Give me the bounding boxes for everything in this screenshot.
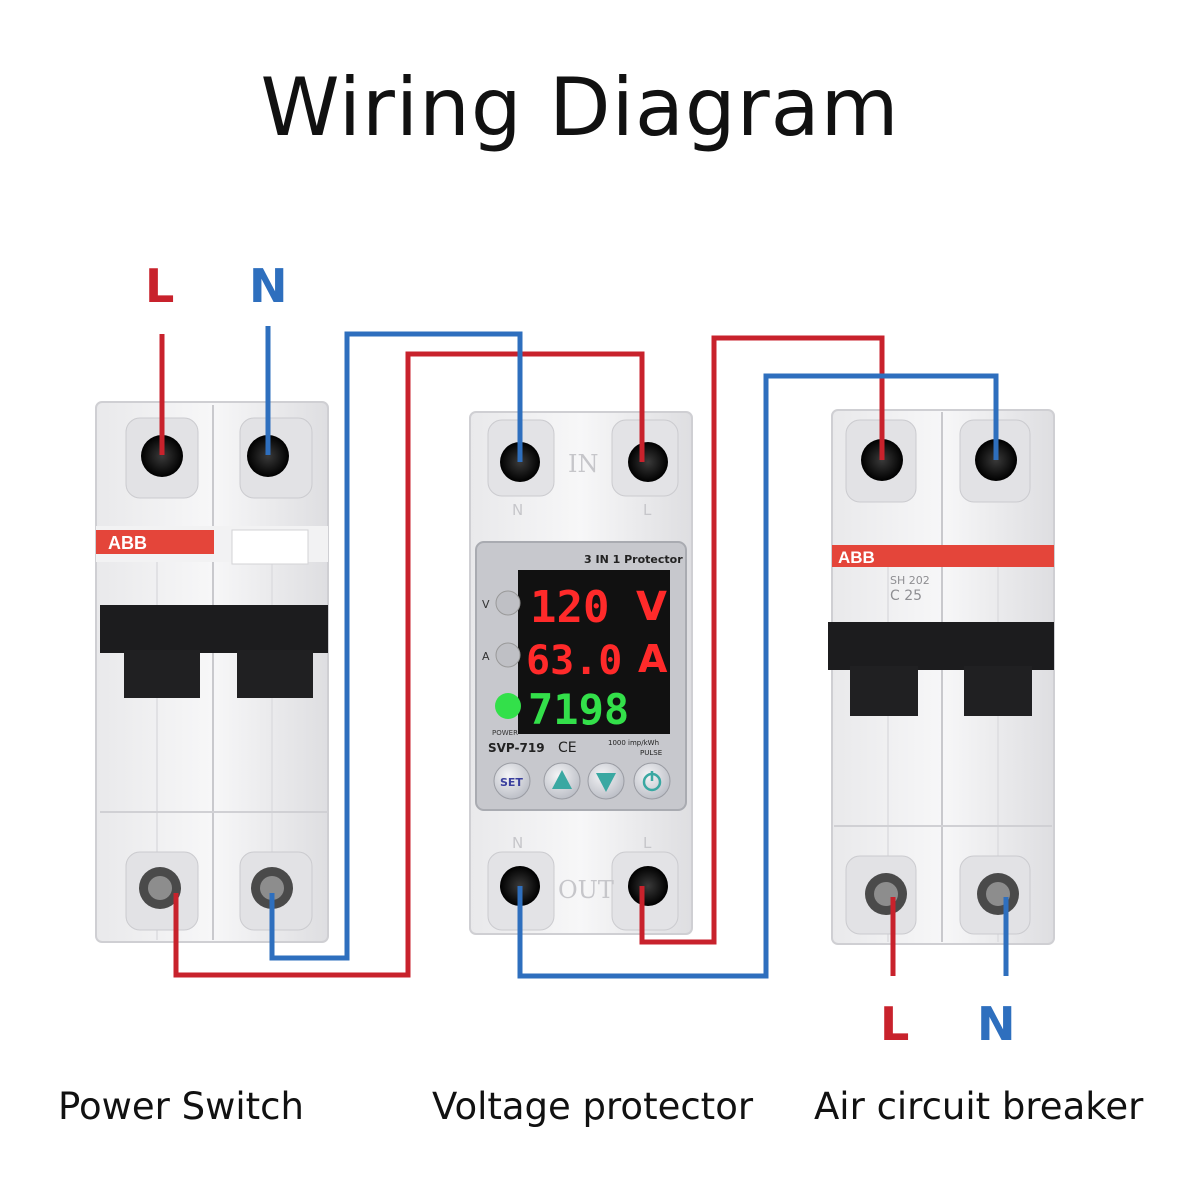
up-arrow-icon — [552, 770, 572, 789]
protector-voltage-led — [495, 590, 521, 616]
power-switch-screw-top-L — [141, 435, 183, 477]
protector-in-terminal-N: N — [512, 501, 523, 519]
down-arrow-icon — [596, 773, 616, 792]
protector-current-readout: 63.0 — [526, 638, 622, 684]
breaker-brand: ABB — [838, 548, 875, 567]
breaker-toggle-pole-2[interactable] — [964, 666, 1032, 716]
wire-switch-to-protector-live — [173, 351, 645, 978]
protector-row-v-label: V — [482, 598, 490, 611]
power-switch-brand-plate — [96, 530, 214, 554]
protector-out-terminal-N: N — [512, 834, 523, 852]
protector-in-terminal-L: L — [643, 501, 652, 519]
protector-voltage-readout: 120 — [530, 582, 609, 633]
voltage-protector: IN N L N L OUT 3 IN 1 Protector V A 120 … — [469, 411, 693, 935]
power-switch-brand: ABB — [108, 533, 147, 553]
protector-screw-out-L — [628, 866, 668, 906]
breaker-toggle-pole-1[interactable] — [850, 666, 918, 716]
source-live-label: L — [145, 259, 174, 313]
power-switch-toggle-bar[interactable] — [100, 605, 328, 653]
protector-in-label: IN — [568, 450, 598, 478]
wire-protector-to-breaker-live — [639, 335, 885, 945]
protector-panel-title: 3 IN 1 Protector — [584, 553, 683, 566]
air-circuit-breaker-caption: Air circuit breaker — [814, 1085, 1144, 1128]
protector-voltage-unit: V — [636, 584, 667, 630]
protector-screw-in-L — [628, 442, 668, 482]
air-circuit-breaker: ABB SH 202 C 25 — [828, 409, 1055, 945]
power-switch-toggle-pole-1[interactable] — [124, 650, 200, 698]
protector-energy-readout: 7198 — [528, 685, 629, 734]
voltage-protector-caption: Voltage protector — [432, 1085, 754, 1128]
protector-pulse-label: PULSE — [640, 749, 662, 757]
protector-power-label: POWER — [492, 729, 518, 737]
breaker-model-line1: SH 202 — [890, 574, 930, 587]
protector-lcd — [518, 570, 670, 734]
protector-current-led — [495, 642, 521, 668]
protector-pulse-spec: 1000 imp/kWh — [608, 739, 659, 747]
source-neutral-label: N — [249, 259, 288, 313]
power-switch: ABB — [95, 401, 329, 943]
protector-out-terminal-L: L — [643, 834, 652, 852]
wire-switch-to-protector-neutral — [269, 331, 523, 961]
protector-set-button[interactable] — [493, 762, 531, 800]
power-switch-screw-top-N — [247, 435, 289, 477]
power-switch-toggle-pole-2[interactable] — [237, 650, 313, 698]
protector-model: SVP-719 — [488, 741, 545, 755]
wire-protector-to-breaker-neutral — [517, 373, 999, 979]
protector-row-a-label: A — [482, 650, 490, 663]
load-live-label: L — [880, 997, 909, 1051]
protector-set-button-label: SET — [500, 776, 523, 789]
protector-ce-mark: CE — [558, 740, 577, 756]
breaker-toggle-bar[interactable] — [828, 622, 1054, 670]
page-title: Wiring Diagram — [260, 61, 900, 154]
load-neutral-label: N — [977, 997, 1016, 1051]
wires — [159, 326, 1009, 979]
protector-current-unit: A — [638, 637, 668, 681]
breaker-brand-strip — [832, 545, 1054, 567]
breaker-model-line2: C 25 — [890, 588, 922, 604]
protector-out-label: OUT — [558, 876, 614, 904]
power-switch-caption: Power Switch — [58, 1085, 304, 1128]
protector-power-led — [495, 693, 521, 719]
